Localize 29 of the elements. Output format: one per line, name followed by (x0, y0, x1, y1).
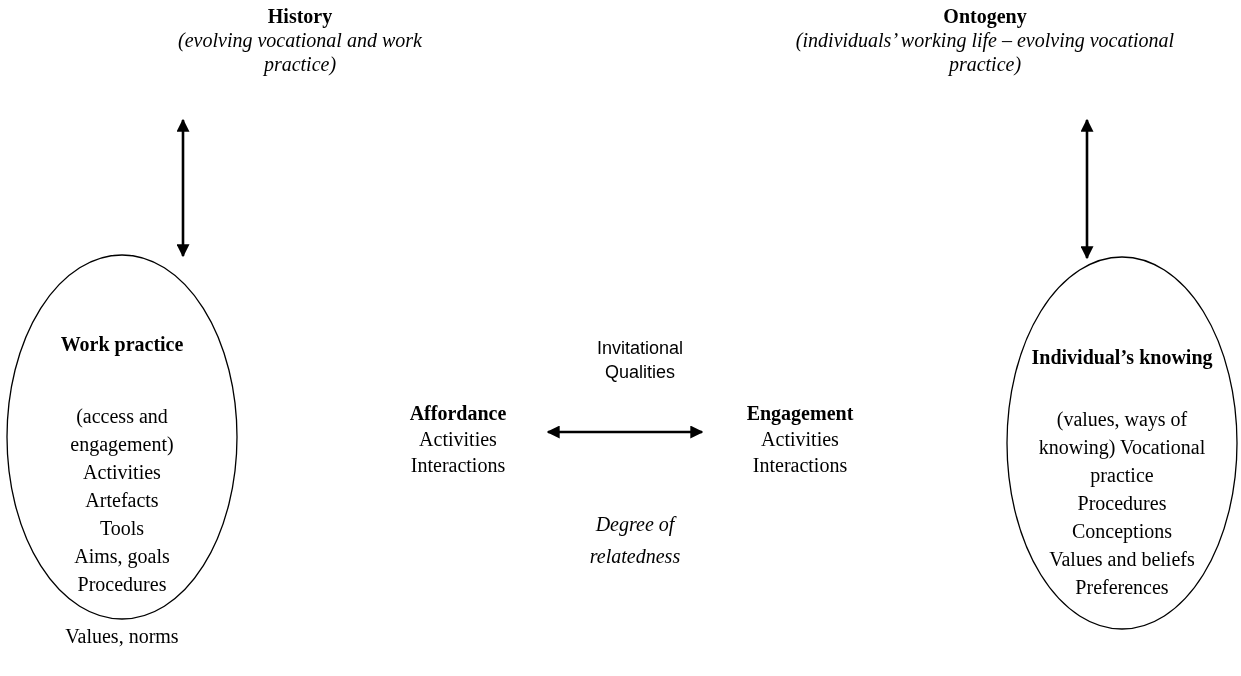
node-text: Aims, goals (74, 544, 170, 570)
double-arrow (176, 118, 190, 258)
node-text: (values, ways of knowing) Vocational practice (1037, 407, 1207, 489)
node-text: (individuals’ working life – evolving vocational practice) (794, 28, 1176, 76)
node-text: Procedures (77, 572, 167, 597)
node-text: Activities (83, 460, 161, 485)
node-text: (evolving vocational and work practice) (177, 28, 423, 76)
node-heading: History (267, 4, 333, 28)
node-text: Preferences (1075, 575, 1169, 600)
node-heading: Affordance (409, 401, 507, 426)
node-text: (access and engagement) (69, 404, 175, 458)
node-text: Values and beliefs (1049, 547, 1195, 572)
node-text: Procedures (1077, 491, 1167, 516)
annotation-note: Degree of relatedness (588, 512, 682, 569)
node-text: Values, norms (65, 624, 179, 649)
node-text: Activities (419, 427, 497, 452)
annotation-text: Invitational Qualities (595, 337, 685, 384)
node-text: Activities (761, 427, 839, 452)
double-arrow (1080, 118, 1094, 260)
node-text: Interactions (752, 453, 848, 478)
node-text: Interactions (410, 453, 506, 478)
node-text: Conceptions (1072, 519, 1172, 545)
node-heading: Individual’s knowing (1031, 345, 1213, 371)
double-arrow (546, 425, 704, 439)
node-text: Artefacts (85, 488, 159, 513)
node-text: Tools (99, 516, 145, 541)
node-heading: Ontogeny (943, 4, 1027, 28)
node-heading: Work practice (60, 332, 184, 358)
node-heading: Engagement (746, 401, 854, 426)
